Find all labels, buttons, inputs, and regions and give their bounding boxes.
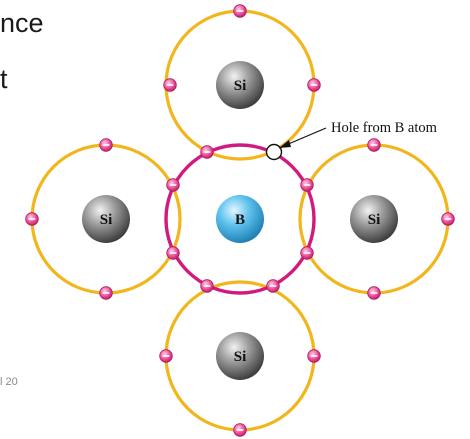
slide-text-line-1: nce (0, 8, 44, 38)
electron-icon (163, 78, 177, 92)
atom-si-right: Si (350, 195, 398, 243)
electron-icon (166, 178, 180, 192)
electron-icon (367, 286, 381, 300)
atom-label: Si (234, 78, 247, 94)
electron-icon (159, 349, 173, 363)
atom-b-center: B (216, 195, 264, 243)
atom-si-left: Si (82, 195, 130, 243)
electron-icon (367, 138, 381, 152)
electron-icon (300, 246, 314, 260)
electron-icon (307, 78, 321, 92)
slide-text-line-2: t (0, 64, 8, 94)
atom-label: Si (100, 212, 113, 228)
electron-icon (200, 279, 214, 293)
slide-footer: l 20 (0, 376, 18, 388)
electron-icon (200, 145, 214, 159)
b-center-orbit (164, 143, 316, 295)
atom-si-bottom: Si (216, 332, 264, 380)
electron-icon (266, 279, 280, 293)
electron-icon (166, 246, 180, 260)
electrons-group (25, 4, 455, 437)
electron-icon (300, 178, 314, 192)
hole-callout-arrowhead (279, 140, 291, 148)
electron-icon (233, 4, 247, 18)
electron-icon (99, 138, 113, 152)
electron-icon (307, 349, 321, 363)
electron-icon (25, 212, 39, 226)
hole-callout-label: Hole from B atom (331, 120, 438, 136)
atom-label: Si (368, 212, 381, 228)
atom-si-top: Si (216, 61, 264, 109)
atom-label: Si (234, 349, 247, 365)
electron-icon (99, 286, 113, 300)
electron-icon (441, 212, 455, 226)
atom-label: B (235, 212, 245, 228)
electron-icon (233, 423, 247, 437)
hole-marker (265, 143, 283, 161)
